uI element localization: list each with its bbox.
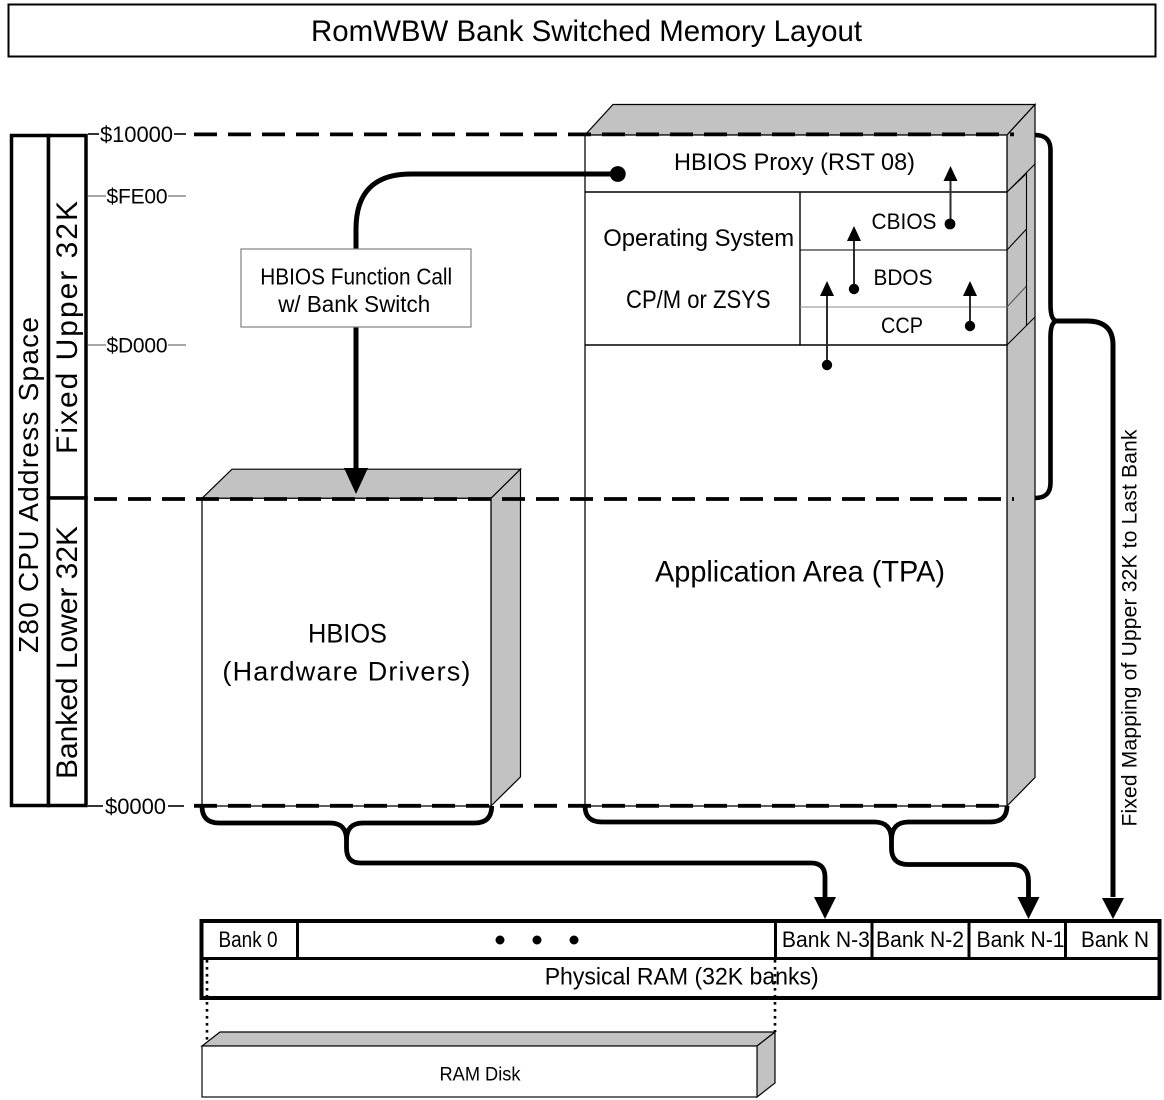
svg-text:Fixed Mapping of Upper 32K to: Fixed Mapping of Upper 32K to Last Bank xyxy=(1119,429,1142,827)
svg-text:Z80 CPU Address Space: Z80 CPU Address Space xyxy=(13,317,44,653)
svg-text:BDOS: BDOS xyxy=(874,265,933,290)
svg-text:Bank 0: Bank 0 xyxy=(219,927,278,952)
svg-text:CP/M or ZSYS: CP/M or ZSYS xyxy=(626,286,771,314)
svg-text:HBIOS: HBIOS xyxy=(308,619,387,649)
svg-text:$D000: $D000 xyxy=(107,335,168,358)
svg-text:$10000: $10000 xyxy=(100,122,173,147)
svg-text:(Hardware Drivers): (Hardware Drivers) xyxy=(222,657,470,687)
svg-text:RomWBW Bank Switched Memory La: RomWBW Bank Switched Memory Layout xyxy=(311,15,863,48)
svg-text:Banked Lower 32K: Banked Lower 32K xyxy=(51,526,84,779)
svg-text:Bank N-3: Bank N-3 xyxy=(782,927,870,952)
svg-text:Physical RAM (32K banks): Physical RAM (32K banks) xyxy=(545,963,819,990)
svg-text:Bank N-1: Bank N-1 xyxy=(977,927,1065,952)
svg-text:$0000: $0000 xyxy=(105,794,166,819)
svg-text:Bank N: Bank N xyxy=(1081,927,1149,952)
svg-text:Operating System: Operating System xyxy=(603,225,794,252)
svg-text:HBIOS Proxy (RST 08): HBIOS Proxy (RST 08) xyxy=(674,149,915,176)
svg-text:Application Area (TPA): Application Area (TPA) xyxy=(655,556,945,589)
svg-text:$FE00: $FE00 xyxy=(107,186,168,209)
svg-text:CCP: CCP xyxy=(881,313,923,338)
svg-text:RAM Disk: RAM Disk xyxy=(440,1064,521,1085)
svg-text:w/ Bank Switch: w/ Bank Switch xyxy=(277,291,430,317)
svg-text:Bank N-2: Bank N-2 xyxy=(876,927,964,952)
svg-text:CBIOS: CBIOS xyxy=(872,209,937,234)
svg-text:HBIOS Function Call: HBIOS Function Call xyxy=(260,264,452,290)
svg-text:Fixed Upper 32K: Fixed Upper 32K xyxy=(51,201,84,454)
